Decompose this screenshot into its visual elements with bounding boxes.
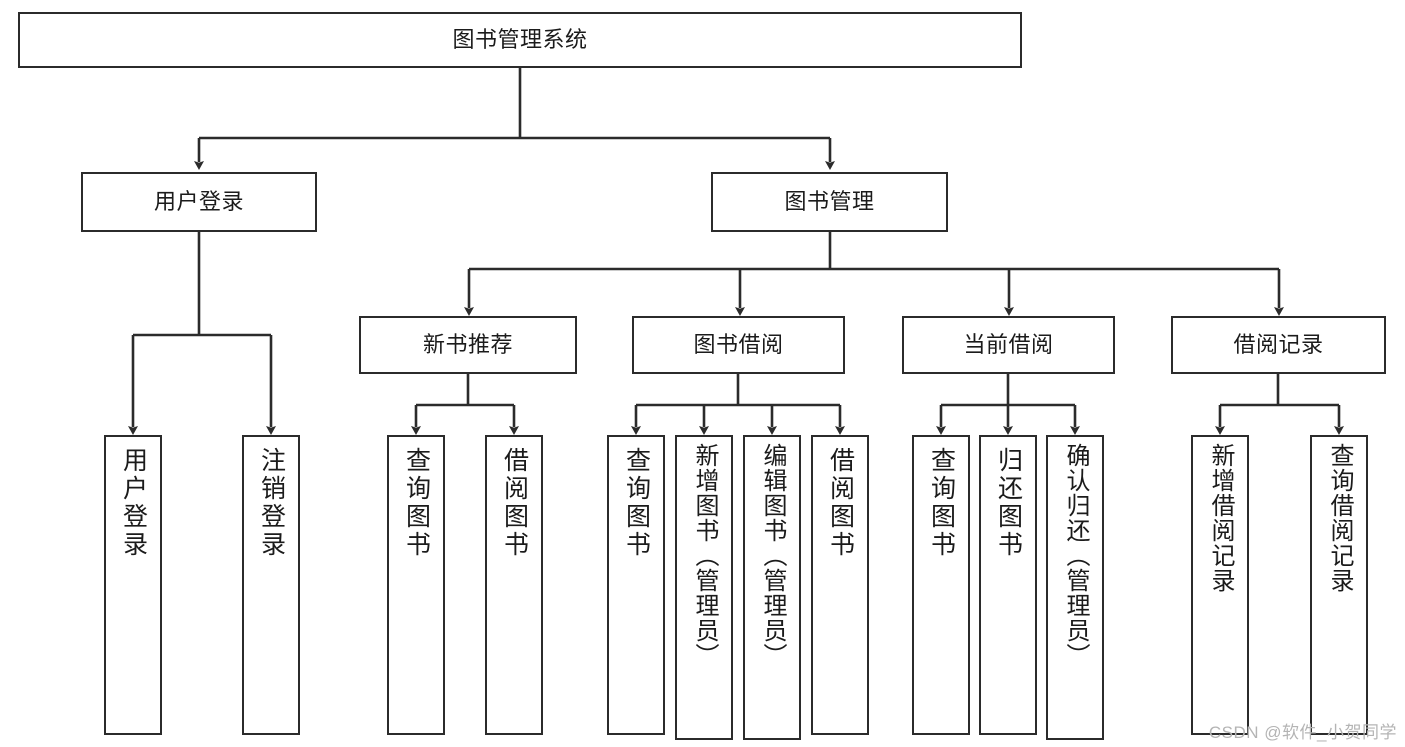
leaf-query-borrow-record[interactable]: 查询借阅记录 — [1310, 435, 1368, 735]
node-label: 查询图书 — [927, 447, 956, 559]
leaf-user-login[interactable]: 用户登录 — [104, 435, 162, 735]
node-book-management[interactable]: 图书管理 — [711, 172, 948, 232]
node-book-borrow[interactable]: 图书借阅 — [632, 316, 845, 374]
node-label: 查询借阅记录 — [1326, 443, 1353, 593]
node-label: 确认归还（管理员） — [1062, 443, 1089, 668]
node-label: 归还图书 — [994, 447, 1023, 559]
leaf-query-book-current[interactable]: 查询图书 — [912, 435, 970, 735]
node-root-book-management-system[interactable]: 图书管理系统 — [18, 12, 1022, 68]
leaf-borrow-book[interactable]: 借阅图书 — [811, 435, 869, 735]
node-label: 图书管理 — [784, 188, 875, 214]
node-current-borrow[interactable]: 当前借阅 — [902, 316, 1115, 374]
node-label: 新增图书（管理员） — [691, 443, 718, 668]
leaf-borrow-book-recommend[interactable]: 借阅图书 — [485, 435, 543, 735]
leaf-logout[interactable]: 注销登录 — [242, 435, 300, 735]
leaf-return-book[interactable]: 归还图书 — [979, 435, 1037, 735]
node-label: 查询图书 — [402, 447, 431, 559]
leaf-edit-book-admin[interactable]: 编辑图书（管理员） — [743, 435, 801, 740]
node-label: 用户登录 — [153, 188, 244, 214]
node-label: 编辑图书（管理员） — [759, 443, 786, 668]
node-label: 借阅图书 — [500, 447, 529, 559]
node-label: 图书管理系统 — [452, 26, 588, 52]
node-label: 查询图书 — [622, 447, 651, 559]
node-label: 用户登录 — [119, 447, 148, 559]
csdn-watermark: CSDN @软件_小贺同学 — [1208, 723, 1397, 742]
node-label: 图书借阅 — [693, 331, 784, 357]
node-label: 借阅图书 — [826, 447, 855, 559]
leaf-query-book-borrow[interactable]: 查询图书 — [607, 435, 665, 735]
leaf-confirm-return-admin[interactable]: 确认归还（管理员） — [1046, 435, 1104, 740]
node-label: 当前借阅 — [963, 331, 1054, 357]
leaf-add-borrow-record[interactable]: 新增借阅记录 — [1191, 435, 1249, 735]
node-label: 注销登录 — [257, 447, 286, 559]
leaf-add-book-admin[interactable]: 新增图书（管理员） — [675, 435, 733, 740]
node-label: 借阅记录 — [1233, 331, 1324, 357]
leaf-query-book-recommend[interactable]: 查询图书 — [387, 435, 445, 735]
node-new-book-recommend[interactable]: 新书推荐 — [359, 316, 577, 374]
node-user-login[interactable]: 用户登录 — [81, 172, 317, 232]
node-borrow-record[interactable]: 借阅记录 — [1171, 316, 1386, 374]
node-label: 新增借阅记录 — [1207, 443, 1234, 593]
node-label: 新书推荐 — [422, 331, 513, 357]
